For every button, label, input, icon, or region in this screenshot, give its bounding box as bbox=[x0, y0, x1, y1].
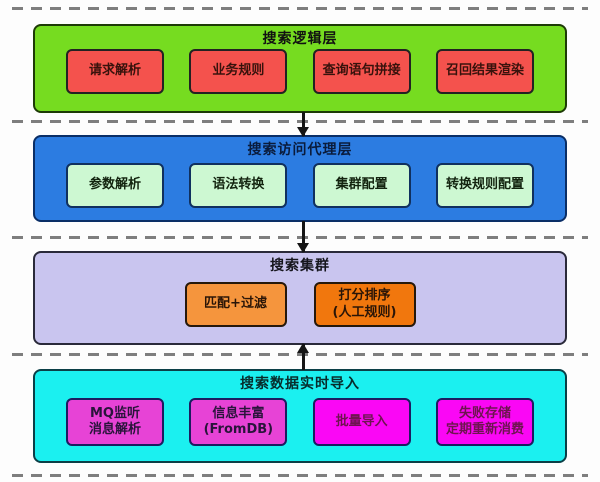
dashed-divider-5 bbox=[12, 474, 588, 477]
layer-search-cluster: 搜索集群 匹配+过滤 打分排序 (人工规则) bbox=[33, 251, 567, 345]
layer-search-access-proxy-title: 搜索访问代理层 bbox=[247, 142, 353, 158]
dashed-divider-1 bbox=[12, 7, 588, 10]
layer-search-cluster-title: 搜索集群 bbox=[270, 258, 330, 274]
node-cluster-config: 集群配置 bbox=[312, 163, 411, 208]
dashed-divider-3 bbox=[12, 236, 588, 239]
layer-realtime-data-import: 搜索数据实时导入 MQ监听 消息解析 信息丰富 (FromDB) 批量导入 失败… bbox=[33, 369, 567, 463]
arrow-head-down-icon bbox=[297, 243, 309, 253]
node-recall-result-rendering: 召回结果渲染 bbox=[435, 49, 534, 94]
dashed-divider-4 bbox=[12, 353, 588, 356]
node-request-parsing: 请求解析 bbox=[66, 49, 164, 94]
node-syntax-conversion: 语法转换 bbox=[189, 163, 288, 208]
arrow-line bbox=[302, 344, 305, 370]
arrow-line bbox=[302, 112, 305, 136]
arrow-head-down-icon bbox=[297, 127, 309, 137]
arrow-proxy-to-cluster bbox=[297, 221, 310, 253]
node-batch-import: 批量导入 bbox=[312, 398, 411, 446]
arrow-line bbox=[302, 221, 305, 252]
arrow-import-to-cluster bbox=[297, 343, 310, 370]
node-mq-listener-message-parse: MQ监听 消息解析 bbox=[66, 398, 164, 446]
layer-search-access-proxy: 搜索访问代理层 参数解析 语法转换 集群配置 转换规则配置 bbox=[33, 135, 567, 222]
layer-search-logic: 搜索逻辑层 请求解析 业务规则 查询语句拼接 召回结果渲染 bbox=[33, 24, 567, 113]
node-param-parsing: 参数解析 bbox=[66, 163, 164, 208]
layer-realtime-data-import-title: 搜索数据实时导入 bbox=[240, 376, 360, 392]
node-query-statement-assembly: 查询语句拼接 bbox=[312, 49, 411, 94]
node-business-rules: 业务规则 bbox=[189, 49, 288, 94]
dashed-divider-2 bbox=[12, 120, 588, 123]
arrow-head-up-icon bbox=[297, 343, 309, 353]
node-conversion-rule-config: 转换规则配置 bbox=[435, 163, 534, 208]
node-info-enrichment-fromdb: 信息丰富 (FromDB) bbox=[189, 398, 288, 446]
arrow-logic-to-proxy bbox=[297, 112, 310, 137]
node-scoring-ranking: 打分排序 (人工规则) bbox=[313, 282, 416, 327]
node-failure-store-reconsume: 失败存储 定期重新消费 bbox=[435, 398, 534, 446]
layer-search-logic-title: 搜索逻辑层 bbox=[262, 31, 338, 47]
node-match-filter: 匹配+过滤 bbox=[184, 282, 287, 327]
